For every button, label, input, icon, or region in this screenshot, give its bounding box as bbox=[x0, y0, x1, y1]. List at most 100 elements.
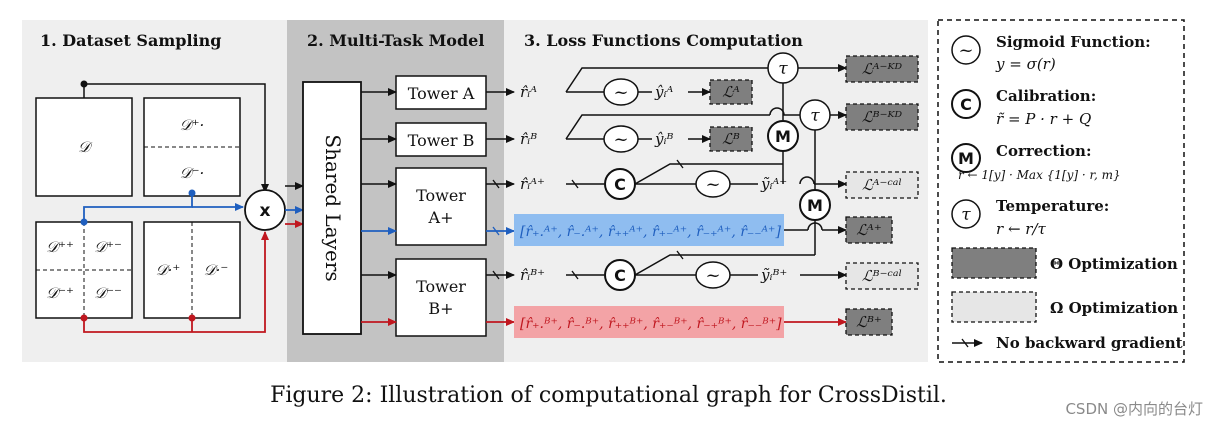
correction-icon: M bbox=[807, 196, 823, 215]
dataset-label-d-dot-plus: 𝒟·⁺ bbox=[156, 261, 181, 279]
wire-r-b-temp bbox=[565, 114, 770, 140]
loss-a-kd-label: ℒᴬ⁻ᴷᴰ bbox=[862, 60, 903, 78]
legend-omega-label: Ω Optimization bbox=[1050, 299, 1178, 317]
legend-theta-swatch bbox=[951, 247, 1037, 279]
computational-graph: 1. Dataset Sampling 2. Multi-Task Model … bbox=[22, 19, 1185, 363]
legend-calibration-eq: r̃ = P · r + Q bbox=[996, 110, 1091, 128]
loss-b-box bbox=[709, 126, 753, 152]
legend-sigmoid-eq: y = σ(r) bbox=[995, 55, 1056, 73]
legend-calibration-title: Calibration: bbox=[996, 87, 1096, 105]
wire-hop bbox=[769, 107, 800, 116]
temperature-icon: τ bbox=[778, 59, 788, 79]
loss-a-cal-box bbox=[845, 171, 919, 199]
vector-b-plus: [r̂₊.ᴮ⁺, r̂₋.ᴮ⁺, r̂₊₊ᴮ⁺, r̂₊₋ᴮ⁺, r̂₋₊ᴮ⁺,… bbox=[520, 316, 782, 332]
junction-dot bbox=[80, 80, 88, 88]
tower-b-plus-box bbox=[395, 258, 487, 337]
legend-temperature-title: Temperature: bbox=[996, 197, 1109, 215]
output-y-a: ŷᵢᴬ bbox=[654, 83, 673, 101]
legend-calibration-icon bbox=[951, 89, 981, 119]
tower-a-plus-label-1: Tower bbox=[416, 186, 466, 205]
legend-temperature-eq: r ← r/τ bbox=[996, 220, 1046, 238]
output-y-b-plus: ỹᵢᴮ⁺ bbox=[760, 266, 787, 284]
correction-icon: M bbox=[775, 127, 791, 146]
loss-b-cal-label: ℒᴮ⁻ᶜᵃˡ bbox=[862, 267, 902, 285]
correction-icon: M bbox=[958, 149, 974, 168]
output-r-b-plus: r̂ᵢᴮ⁺ bbox=[520, 266, 545, 284]
legend-correction-eq: r ← 1[y] · Max {1[y] · r, m} bbox=[958, 168, 1121, 182]
legend-correction-icon bbox=[951, 143, 981, 173]
wire-calib-b-corr bbox=[634, 254, 815, 276]
dataset-label-d-mp: 𝒟⁻⁺ bbox=[46, 284, 74, 302]
sigmoid-icon: ~ bbox=[613, 129, 628, 150]
dataset-label-d: 𝒟 bbox=[78, 138, 93, 156]
no-grad-tick bbox=[961, 338, 969, 348]
mux-label: x bbox=[260, 201, 271, 221]
loss-a-box bbox=[709, 79, 753, 105]
legend-temperature-icon bbox=[951, 199, 981, 229]
junction-dot-red bbox=[80, 314, 88, 322]
no-grad-tick bbox=[492, 226, 500, 236]
dataset-box-d bbox=[35, 97, 133, 197]
temperature-icon: τ bbox=[961, 205, 971, 225]
no-grad-tick bbox=[492, 179, 500, 189]
loss-b-kd-label: ℒᴮ⁻ᴷᴰ bbox=[862, 108, 903, 126]
wire-r-a-temp bbox=[565, 67, 768, 93]
vector-b-plus-bg bbox=[514, 306, 784, 338]
dataset-label-d-minus-dot: 𝒟⁻· bbox=[180, 164, 205, 182]
junction-dot-blue bbox=[80, 218, 88, 226]
loss-a-kd-box bbox=[845, 55, 919, 83]
loss-b-cal-box bbox=[845, 262, 919, 290]
temperature-icon: τ bbox=[810, 106, 820, 126]
legend-no-grad-label: No backward gradient bbox=[996, 334, 1183, 352]
no-grad-tick bbox=[676, 159, 684, 169]
wire-hop bbox=[807, 222, 823, 231]
output-y-b: ŷᵢᴮ bbox=[654, 130, 673, 148]
legend-sigmoid-title: Sigmoid Function: bbox=[996, 33, 1151, 51]
sigmoid-icon: ~ bbox=[613, 82, 628, 103]
calibration-icon: C bbox=[614, 175, 626, 194]
dataset-label-d-pp: 𝒟⁺⁺ bbox=[46, 238, 74, 256]
vector-a-plus-bg bbox=[514, 214, 784, 246]
vector-a-plus: [r̂₊.ᴬ⁺, r̂₋.ᴬ⁺, r̂₊₊ᴬ⁺, r̂₊₋ᴬ⁺, r̂₋₊ᴬ⁺,… bbox=[520, 224, 781, 240]
wire-blue-sampling bbox=[83, 196, 193, 222]
loss-a-plus-box bbox=[845, 216, 893, 244]
shared-layers-label: Shared Layers bbox=[321, 134, 345, 281]
tower-b-box bbox=[395, 122, 487, 157]
sigmoid-icon: ~ bbox=[958, 40, 973, 61]
legend-correction-title: Correction: bbox=[996, 142, 1092, 160]
watermark: CSDN @内向的台灯 bbox=[1065, 400, 1203, 418]
output-r-a: r̂ᵢᴬ bbox=[520, 83, 537, 101]
loss-a-label: ℒᴬ bbox=[722, 83, 740, 101]
sigmoid-icon: ~ bbox=[705, 174, 720, 195]
loss-b-plus-label: ℒᴮ⁺ bbox=[856, 313, 882, 331]
dataset-label-d-dot-minus: 𝒟·⁻ bbox=[204, 261, 229, 279]
no-grad-tick bbox=[492, 270, 500, 280]
wire-calib-a-corr bbox=[634, 163, 783, 185]
tower-a-box bbox=[395, 75, 487, 110]
output-y-a-plus: ỹᵢᴬ⁺ bbox=[760, 175, 787, 193]
section-title-sampling: 1. Dataset Sampling bbox=[40, 31, 221, 50]
section-title-model: 2. Multi-Task Model bbox=[307, 31, 484, 50]
dataset-label-d-plus-dot: 𝒟⁺· bbox=[180, 116, 205, 134]
section-title-loss: 3. Loss Functions Computation bbox=[524, 31, 803, 50]
sigmoid-icon: ~ bbox=[705, 265, 720, 286]
dataset-label-d-mm: 𝒟⁻⁻ bbox=[94, 284, 122, 302]
output-r-a-plus: r̂ᵢᴬ⁺ bbox=[520, 175, 545, 193]
output-r-b: r̂ᵢᴮ bbox=[520, 130, 537, 148]
wire-red-sampling bbox=[83, 231, 269, 333]
figure-caption: Figure 2: Illustration of computational … bbox=[270, 383, 947, 408]
calibration-icon: C bbox=[960, 95, 972, 114]
tower-a-plus-label-2: A+ bbox=[428, 208, 454, 227]
no-grad-tick bbox=[676, 250, 684, 260]
shared-layers-box bbox=[302, 81, 362, 335]
dataset-label-d-pm: 𝒟⁺⁻ bbox=[94, 238, 122, 256]
loss-a-plus-label: ℒᴬ⁺ bbox=[856, 221, 882, 239]
junction-dot-blue bbox=[188, 189, 196, 197]
loss-a-cal-label: ℒᴬ⁻ᶜᵃˡ bbox=[862, 176, 902, 194]
wire-hop bbox=[799, 176, 815, 185]
no-grad-tick bbox=[571, 179, 579, 189]
tower-a-label: Tower A bbox=[408, 84, 475, 103]
tower-b-label: Tower B bbox=[408, 131, 475, 150]
legend-omega-swatch bbox=[951, 291, 1037, 323]
tower-b-plus-label-2: B+ bbox=[428, 299, 453, 318]
